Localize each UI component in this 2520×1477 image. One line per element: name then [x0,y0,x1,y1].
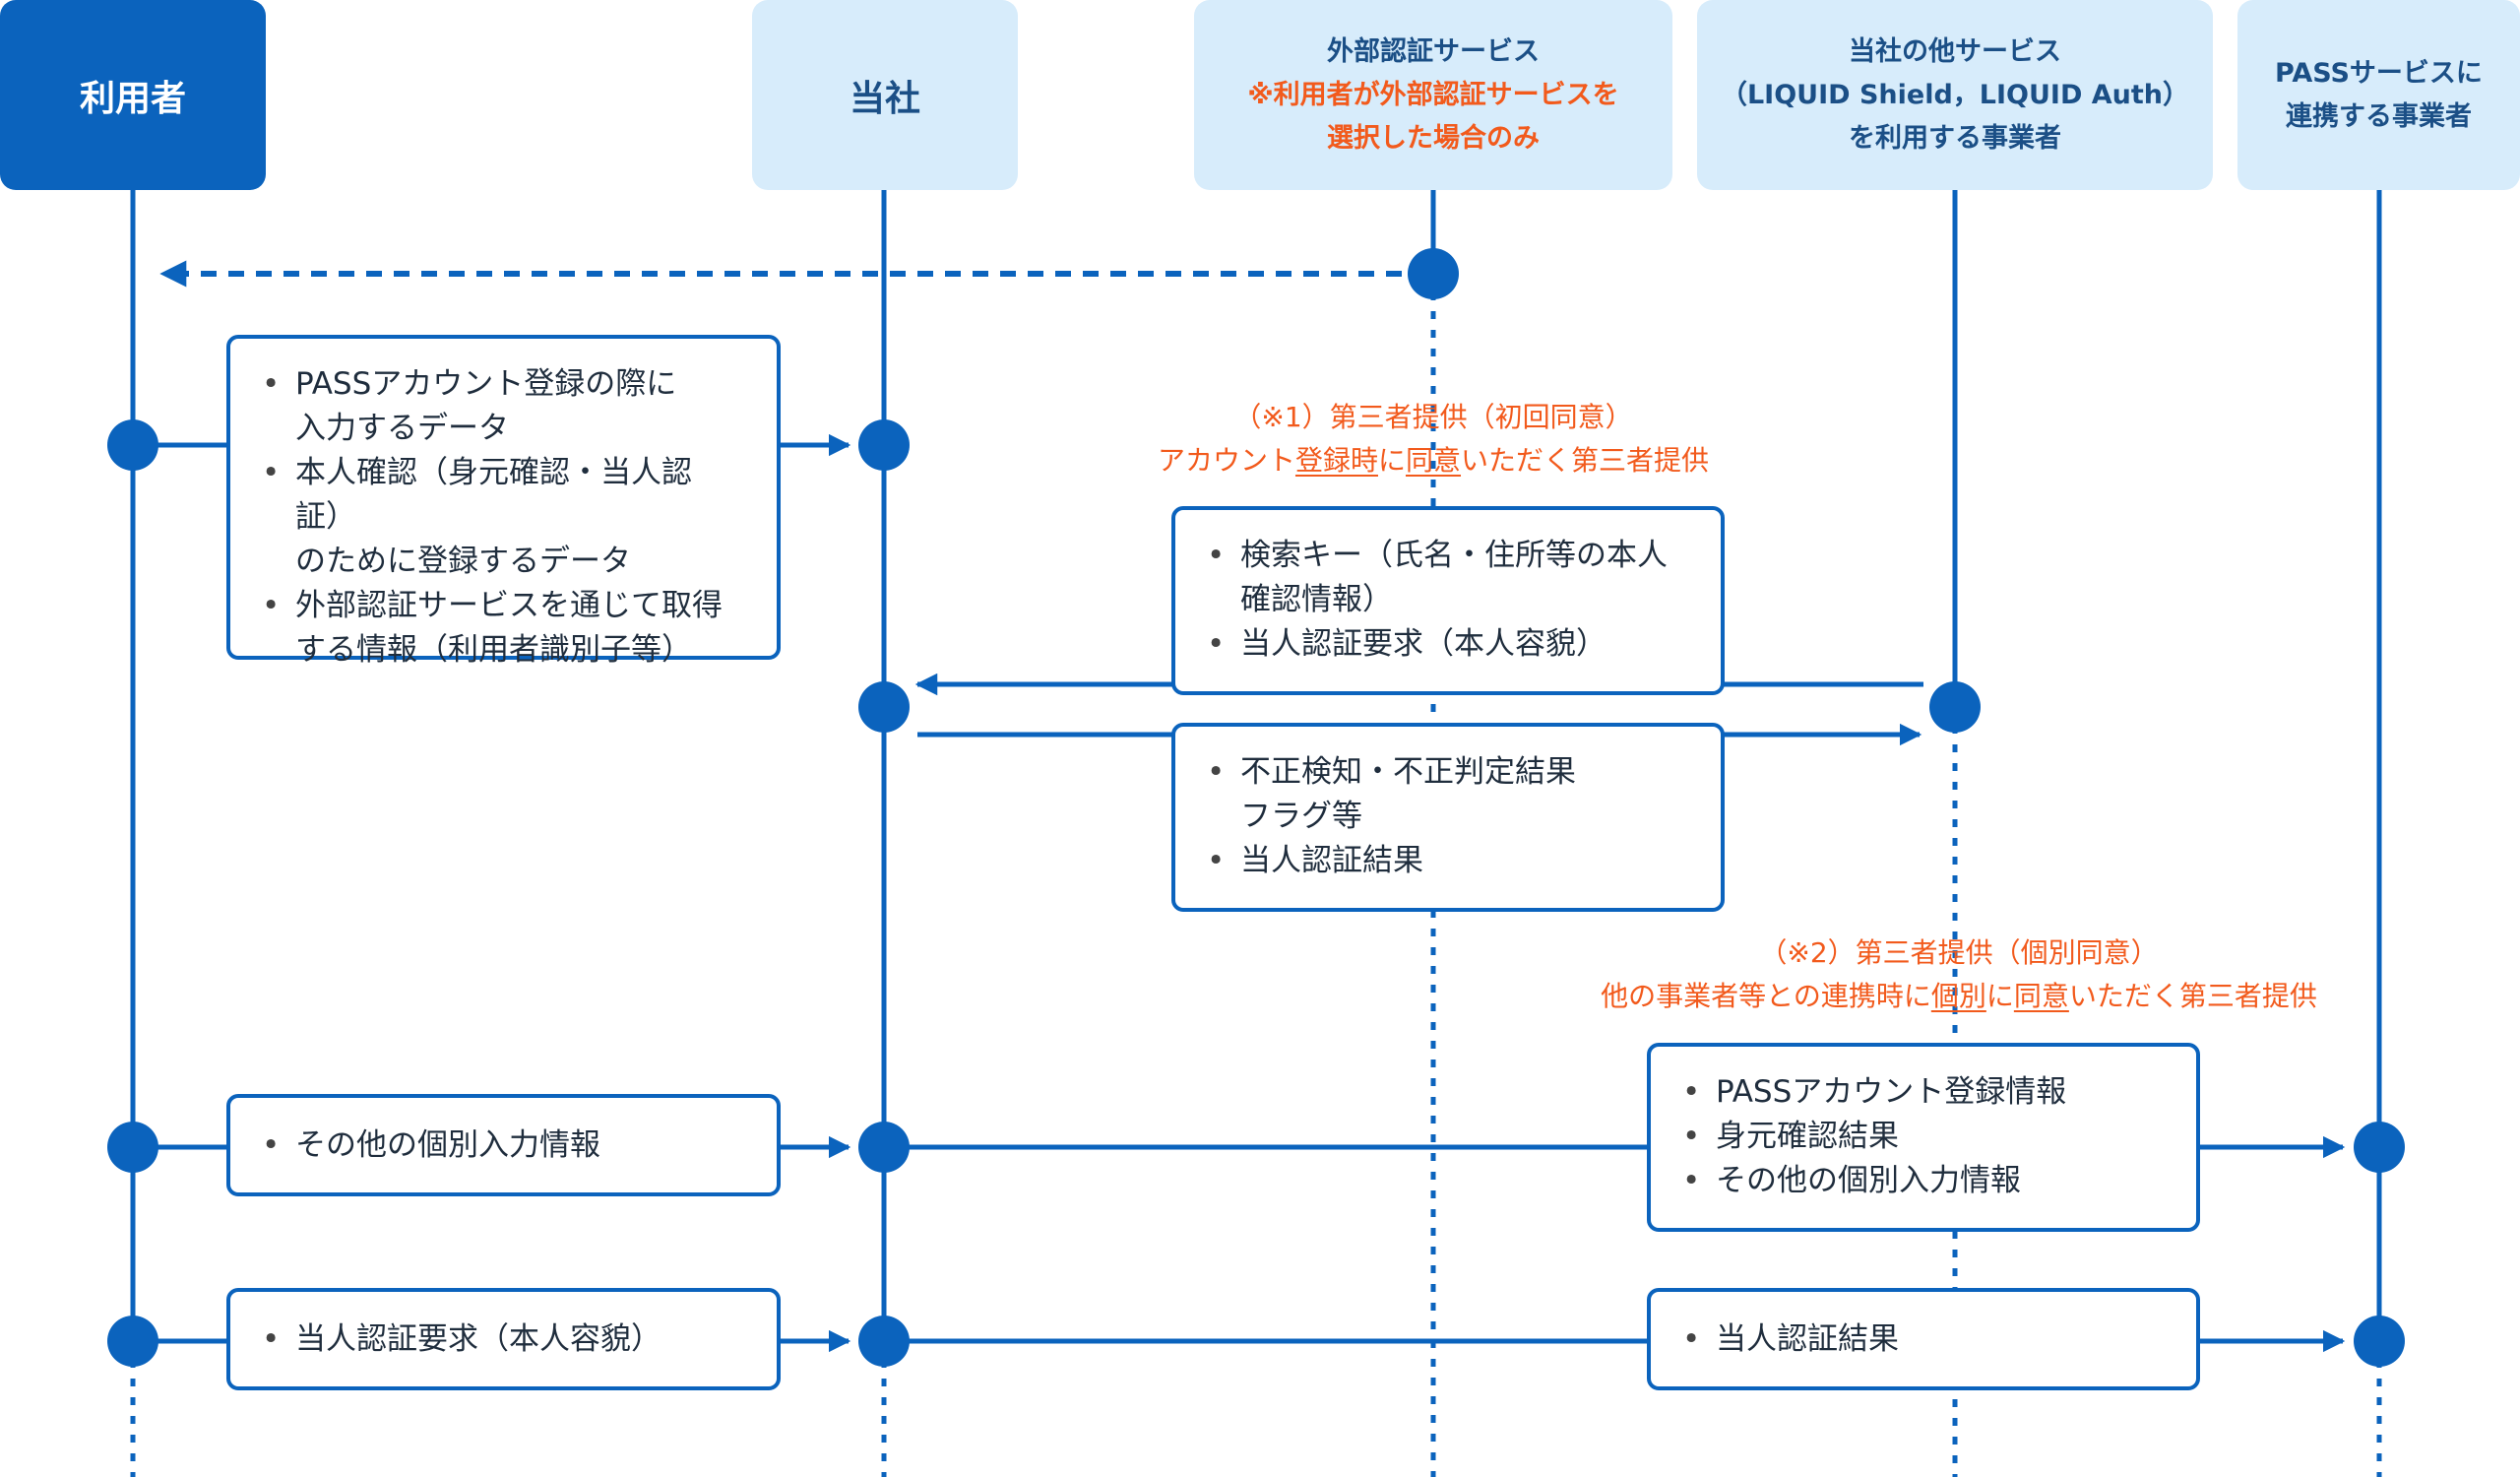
note-first-consent-text: アカウント登録時に同意いただく第三者提供 [1079,439,1788,482]
dot-external-start [1408,248,1459,299]
dot-user-2 [107,1122,158,1173]
dot-user-3 [107,1316,158,1367]
list-item-line: 不正検知・不正判定結果 [1240,754,1576,790]
list-item-line: 検索キー（氏名・住所等の本人 [1240,538,1668,573]
list-item: PASSアカウント登録情報 [1674,1070,2167,1115]
pass-info-list: PASSアカウント登録情報 身元確認結果 その他の個別入力情報 [1674,1070,2167,1203]
list-item-line: 本人確認（身元確認・当人認証） [295,455,692,535]
note-individual-consent-title: （※2）第三者提供（個別同意） [1759,936,2159,969]
list-item-line: 当人認証要求（本人容貌） [295,1320,662,1357]
dot-company-2 [858,681,910,733]
note-text-part: いただく第三者提供 [2068,980,2317,1012]
note-text-underlined: 同意 [1406,444,1462,477]
dot-company-4 [858,1316,910,1367]
auth-result-list: 当人認証結果 [1674,1317,1899,1362]
actor-external-auth: 外部認証サービス ※利用者が外部認証サービスを 選択した場合のみ [1194,0,1672,190]
actor-pass-partners-line1: PASSサービスに [2275,57,2483,89]
dot-pass-2 [2354,1316,2405,1367]
list-item-line: する情報（利用者識別子等） [295,632,692,668]
list-item: 本人確認（身元確認・当人認証） のために登録するデータ [254,451,747,584]
list-item: PASSアカウント登録の際に 入力するデータ [254,362,747,451]
dot-other-services [1929,681,1981,733]
dot-company-3 [858,1122,910,1173]
list-item: 外部認証サービスを通じて取得 する情報（利用者識別子等） [254,584,747,673]
note-individual-consent: （※2）第三者提供（個別同意） 他の事業者等との連携時に個別に同意いただく第三者… [1536,931,2382,1018]
search-request-box: 検索キー（氏名・住所等の本人 確認情報） 当人認証要求（本人容貌） [1171,506,1725,695]
list-item-line: その他の個別入力情報 [1716,1163,2021,1198]
list-item-line: 身元確認結果 [1716,1119,1899,1154]
list-item: 検索キー（氏名・住所等の本人 確認情報） [1199,534,1691,622]
auth-request-box: 当人認証要求（本人容貌） [226,1288,781,1390]
list-item-line: 当人認証要求（本人容貌） [1240,626,1606,662]
list-item-line: その他の個別入力情報 [295,1126,600,1163]
list-item-line: 当人認証結果 [1716,1320,1899,1357]
list-item: 当人認証要求（本人容貌） [254,1317,662,1362]
actor-other-services-line1: 当社の他サービス [1849,35,2061,67]
list-item: その他の個別入力情報 [1674,1159,2167,1203]
actor-external-auth-title: 外部認証サービス [1327,35,1540,67]
pass-info-box: PASSアカウント登録情報 身元確認結果 その他の個別入力情報 [1647,1043,2200,1232]
actor-user-label: 利用者 [79,78,186,119]
actor-company-label: 当社 [849,78,920,119]
actor-other-services: 当社の他サービス （LIQUID Shield，LIQUID Auth） を利用… [1697,0,2213,190]
note-text-part: アカウント [1157,444,1295,477]
list-item-line: 外部認証サービスを通じて取得 [295,588,723,623]
list-item-line: PASSアカウント登録情報 [1716,1074,2067,1110]
dot-company-1 [858,419,910,471]
note-text-part: 他の事業者等との連携時に [1601,980,1931,1012]
dot-user-1 [107,419,158,471]
note-first-consent-title: （※1）第三者提供（初回同意） [1233,401,1633,433]
dot-pass-1 [2354,1122,2405,1173]
list-item-line: のために登録するデータ [295,544,631,579]
note-text-part: に [1377,444,1406,477]
actor-external-auth-note-line2: 選択した場合のみ [1327,122,1540,154]
list-item: 当人認証結果 [1199,839,1691,883]
note-text-underlined: 同意 [2013,980,2069,1012]
list-item: 当人認証結果 [1674,1317,1899,1362]
list-item: 当人認証要求（本人容貌） [1199,622,1691,667]
note-text-part: いただく第三者提供 [1461,444,1710,477]
fraud-result-list: 不正検知・不正判定結果 フラグ等 当人認証結果 [1199,750,1691,883]
fraud-result-box: 不正検知・不正判定結果 フラグ等 当人認証結果 [1171,723,1725,912]
other-input-box: その他の個別入力情報 [226,1094,781,1196]
search-request-list: 検索キー（氏名・住所等の本人 確認情報） 当人認証要求（本人容貌） [1199,534,1691,667]
list-item: 不正検知・不正判定結果 フラグ等 [1199,750,1691,839]
note-first-consent: （※1）第三者提供（初回同意） アカウント登録時に同意いただく第三者提供 [1079,396,1788,482]
auth-request-list: 当人認証要求（本人容貌） [254,1317,662,1362]
registration-data-list: PASSアカウント登録の際に 入力するデータ 本人確認（身元確認・当人認証） の… [254,362,747,673]
note-individual-consent-text: 他の事業者等との連携時に個別に同意いただく第三者提供 [1536,975,2382,1018]
note-text-underlined: 登録時 [1294,444,1378,477]
other-input-list: その他の個別入力情報 [254,1124,600,1168]
list-item-line: PASSアカウント登録の際に [295,366,677,402]
actor-other-services-line2: （LIQUID Shield，LIQUID Auth） [1720,79,2190,110]
list-item-line: フラグ等 [1240,799,1362,834]
list-item: 身元確認結果 [1674,1115,2167,1159]
list-item-line: 入力するデータ [295,411,509,446]
actor-other-services-line3: を利用する事業者 [1849,122,2061,154]
list-item: その他の個別入力情報 [254,1124,600,1168]
note-text-part: に [1985,980,2014,1012]
list-item-line: 確認情報） [1240,582,1393,617]
actor-company: 当社 [752,0,1018,190]
registration-data-box: PASSアカウント登録の際に 入力するデータ 本人確認（身元確認・当人認証） の… [226,335,781,668]
auth-result-box: 当人認証結果 [1647,1288,2200,1390]
actor-external-auth-note-line1: ※利用者が外部認証サービスを [1247,79,1619,110]
actor-user: 利用者 [0,0,266,190]
actor-pass-partners-line2: 連携する事業者 [2286,100,2472,132]
note-text-underlined: 個別 [1930,980,1986,1012]
list-item-line: 当人認証結果 [1240,843,1423,878]
actor-pass-partners: PASSサービスに 連携する事業者 [2237,0,2520,190]
